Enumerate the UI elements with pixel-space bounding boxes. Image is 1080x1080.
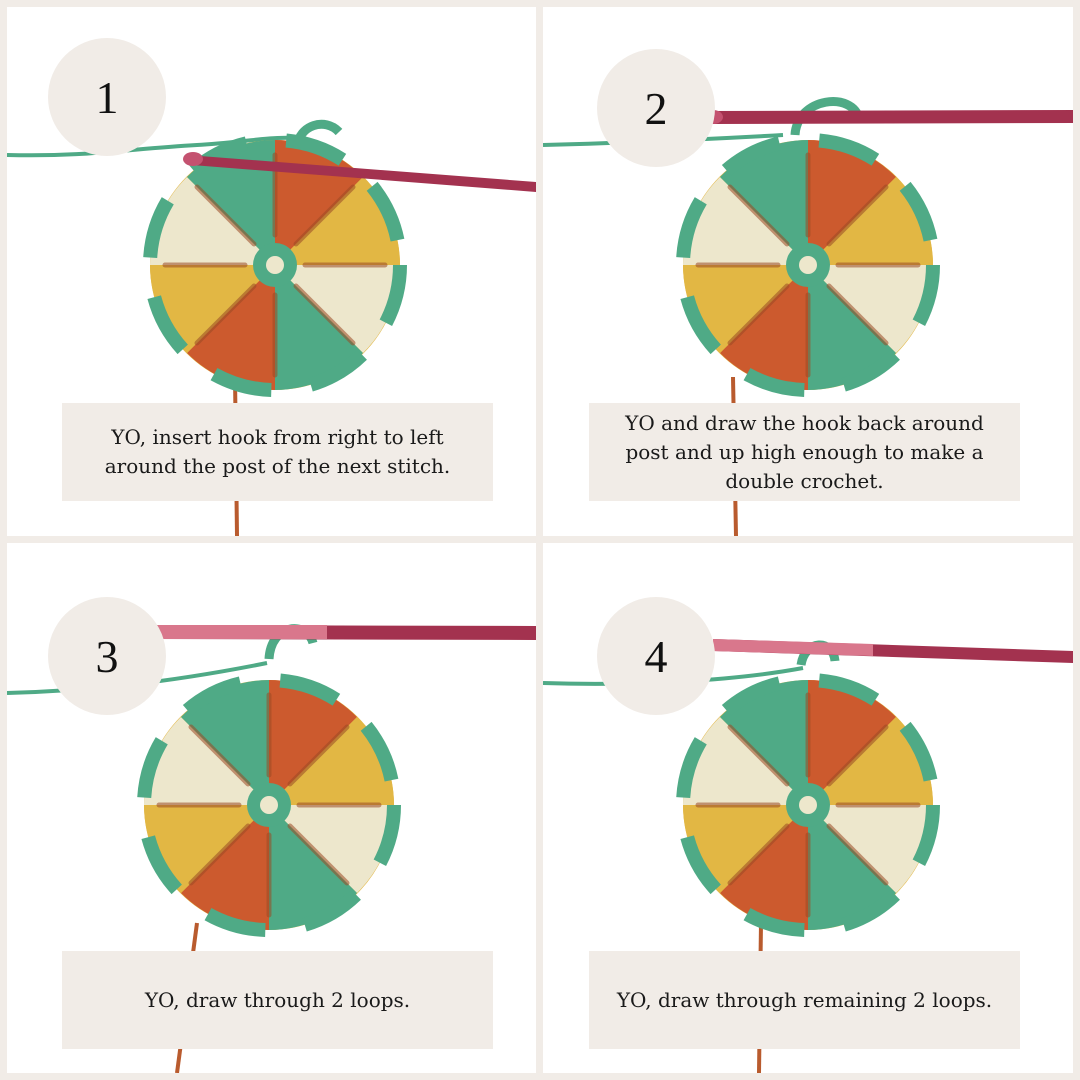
crochet-hook-icon (183, 152, 536, 192)
step-panel-3: 3 YO, draw through 2 loops. (7, 543, 536, 1073)
step-caption: YO, draw through 2 loops. (62, 951, 493, 1049)
step-caption: YO, insert hook from right to left aroun… (62, 403, 493, 501)
step-panel-4: 4 YO, draw through remaining 2 loops. (543, 543, 1073, 1073)
step-number-badge: 3 (48, 597, 166, 715)
crochet-hook-icon (157, 625, 536, 640)
step-number-badge: 2 (597, 49, 715, 167)
step-caption: YO, draw through remaining 2 loops. (589, 951, 1020, 1049)
crochet-swatch-icon (7, 119, 536, 536)
step-panel-1: 1 YO, insert hook from right to left aro… (7, 7, 536, 536)
step-number-badge: 1 (48, 38, 166, 156)
step-panel-2: 2 YO and draw the hook back around post … (543, 7, 1073, 536)
crochet-hook-icon (713, 639, 1073, 663)
step-number-badge: 4 (597, 597, 715, 715)
step-caption: YO and draw the hook back around post an… (589, 403, 1020, 501)
crochet-swatch-icon (543, 639, 1073, 1073)
crochet-hook-icon (703, 110, 1073, 124)
